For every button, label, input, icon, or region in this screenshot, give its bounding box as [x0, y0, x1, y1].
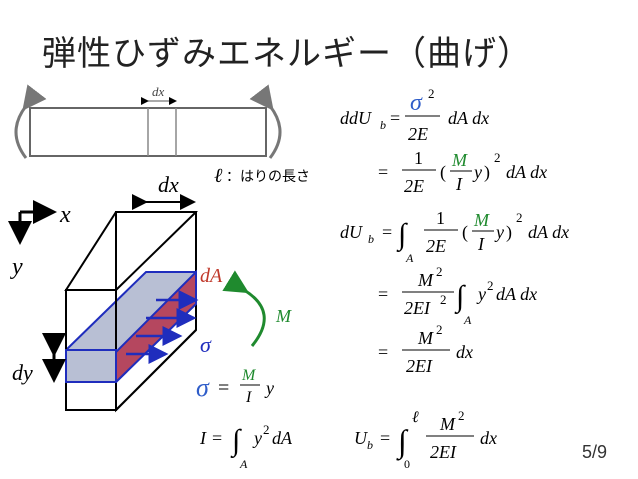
dy-label: dy [12, 360, 33, 385]
svg-text:=: = [390, 108, 400, 128]
svg-text:2: 2 [263, 422, 270, 437]
svg-text:dA dx: dA dx [448, 108, 489, 128]
svg-text:y: y [252, 428, 262, 448]
svg-text:2EI: 2EI [406, 356, 433, 376]
equation-line4: = M 2 2EI 2 ∫ A y 2 dA dx [378, 264, 537, 327]
svg-text:dx: dx [456, 342, 473, 362]
svg-text:∫: ∫ [396, 218, 408, 253]
x-axis-label: x [59, 202, 71, 228]
svg-text:2E: 2E [404, 176, 424, 196]
svg-text:2: 2 [487, 278, 494, 293]
svg-text:2: 2 [436, 322, 443, 337]
svg-text:y: y [476, 284, 486, 304]
svg-text:=: = [218, 377, 229, 399]
page-title: 弾性ひずみエネルギー（曲げ） [42, 34, 532, 74]
svg-text:2EI: 2EI [404, 298, 431, 318]
svg-text:I: I [245, 389, 252, 406]
moment-label: M [275, 306, 292, 326]
svg-text:∫: ∫ [230, 424, 242, 459]
svg-text:σ: σ [196, 373, 210, 402]
svg-text:M: M [451, 150, 468, 170]
svg-text:=: = [382, 222, 392, 242]
svg-text:1: 1 [436, 208, 445, 228]
svg-text:y: y [264, 378, 274, 398]
svg-text:0: 0 [404, 457, 410, 471]
svg-text:M: M [417, 270, 434, 290]
svg-text:A: A [405, 251, 414, 265]
length-symbol: ℓ [214, 165, 223, 187]
svg-text:b: b [368, 232, 374, 246]
y-axis-label: y [10, 254, 23, 280]
svg-text:ddU: ddU [340, 108, 372, 128]
equation-ddu: ddU b = σ 2 2E dA dx [340, 86, 489, 144]
svg-text:2: 2 [458, 408, 465, 423]
svg-text:): ) [506, 222, 512, 243]
svg-text:y: y [494, 222, 504, 242]
sigma-label: σ [200, 332, 212, 357]
beam-moment-right-icon [249, 84, 282, 159]
svg-text:dx: dx [480, 428, 497, 448]
svg-text:2: 2 [494, 150, 501, 165]
equation-line5: = M 2 2EI dx [378, 322, 473, 376]
svg-text:M: M [439, 414, 456, 434]
svg-text:dA dx: dA dx [496, 284, 537, 304]
svg-text:ℓ: ℓ [412, 409, 419, 426]
equation-du: dU b = ∫ A 1 2E ( M I y ) 2 dA dx [340, 208, 569, 265]
svg-text:1: 1 [414, 148, 423, 168]
svg-text:2EI: 2EI [430, 442, 457, 462]
svg-text:M: M [241, 367, 257, 384]
svg-text:2: 2 [440, 292, 447, 307]
svg-text:A: A [463, 313, 472, 327]
svg-text:2: 2 [428, 86, 435, 101]
element-diagram: x y dx dy dA σ M [8, 172, 292, 413]
dA-label: dA [200, 265, 223, 287]
beam-diagram: dx [14, 84, 282, 159]
svg-text:M: M [473, 210, 490, 230]
beam-moment-left-icon [14, 84, 47, 159]
svg-text:I: I [455, 174, 463, 194]
svg-text:U: U [354, 428, 368, 448]
svg-text:M: M [417, 328, 434, 348]
length-text: ：はりの長さ [226, 168, 310, 184]
svg-text:2E: 2E [426, 236, 446, 256]
equation-sigma: σ = M I y [196, 367, 274, 406]
page-number: 5/9 [582, 442, 608, 462]
svg-text:dA dx: dA dx [506, 162, 547, 182]
svg-text:σ: σ [410, 90, 423, 116]
front-section-band [65, 349, 117, 383]
moment-arrow-icon [222, 270, 266, 347]
equation-i: I = ∫ A y 2 dA [199, 422, 293, 471]
svg-text:2E: 2E [408, 124, 428, 144]
svg-text:2: 2 [516, 210, 523, 225]
block-edge-b [115, 329, 197, 411]
svg-text:y: y [472, 162, 482, 182]
svg-text:2: 2 [436, 264, 443, 279]
svg-text:dA dx: dA dx [528, 222, 569, 242]
block-edge-a [115, 211, 197, 291]
svg-text:b: b [367, 438, 373, 452]
svg-text:=: = [212, 428, 222, 448]
svg-text:dA: dA [272, 428, 293, 448]
beam-dx-label: dx [152, 84, 165, 99]
svg-text:dU: dU [340, 222, 363, 242]
svg-text:(: ( [440, 162, 446, 183]
svg-text:): ) [484, 162, 490, 183]
equation-line2: = 1 2E ( M I y ) 2 dA dx [378, 148, 547, 196]
svg-text:=: = [378, 342, 388, 362]
svg-text:(: ( [462, 222, 468, 243]
svg-text:=: = [380, 428, 390, 448]
svg-text:=: = [378, 162, 388, 182]
svg-text:I: I [199, 428, 207, 448]
svg-text:A: A [239, 457, 248, 471]
svg-text:I: I [477, 234, 485, 254]
svg-text:∫: ∫ [396, 423, 409, 461]
equation-u: U b = ∫ ℓ 0 M 2 2EI dx [354, 408, 497, 471]
element-dx-label: dx [158, 172, 179, 197]
svg-text:b: b [380, 118, 386, 132]
svg-text:=: = [378, 284, 388, 304]
svg-text:∫: ∫ [454, 280, 466, 315]
